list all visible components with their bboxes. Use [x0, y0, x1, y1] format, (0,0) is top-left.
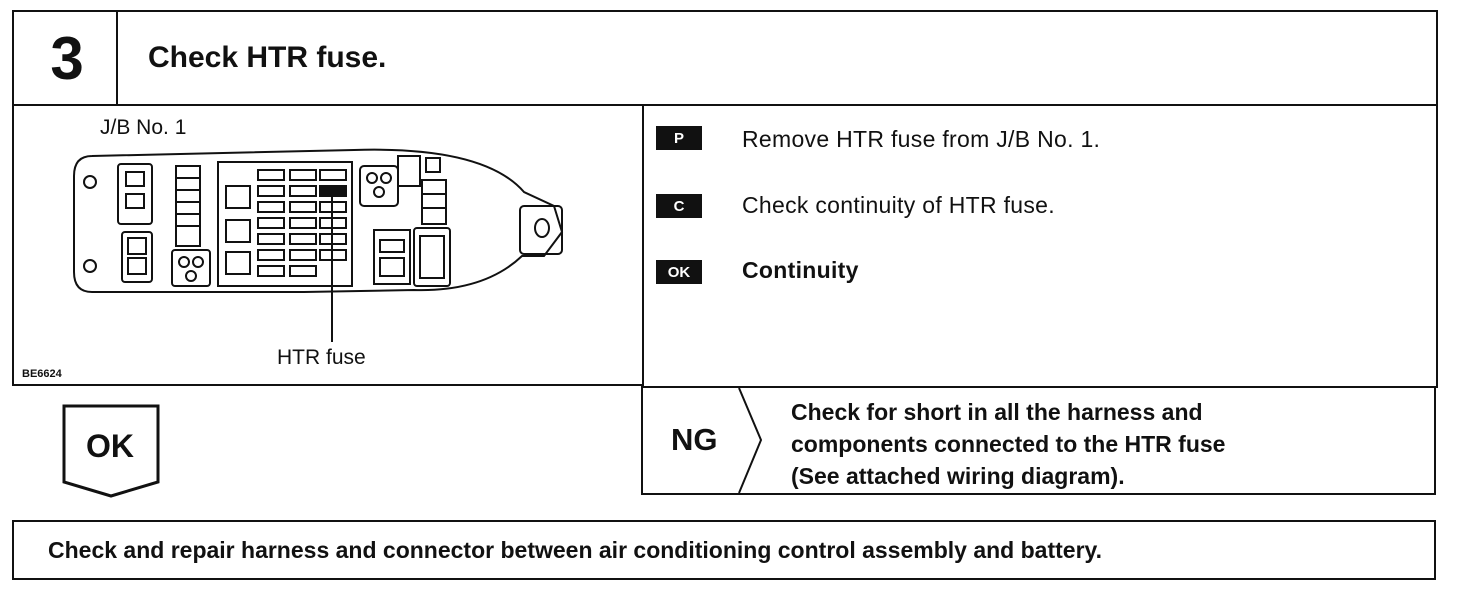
- step-header: 3 Check HTR fuse.: [12, 10, 1438, 106]
- check-step-text: Check continuity of HTR fuse.: [742, 192, 1055, 218]
- check-badge: C: [656, 194, 702, 218]
- ok-step-text: Continuity: [742, 257, 859, 283]
- connector-strip: [175, 165, 201, 247]
- step-title: Check HTR fuse.: [148, 41, 387, 74]
- figure-code: BE6624: [22, 368, 62, 380]
- ng-line-1: Check for short in all the harness and: [791, 399, 1203, 425]
- jb-housing: [73, 148, 564, 293]
- procedure-panel: P Remove HTR fuse from J/B No. 1. C Chec…: [642, 104, 1438, 388]
- ng-instruction-text: Check for short in all the harness and c…: [791, 396, 1225, 492]
- ok-badge: OK: [656, 260, 702, 284]
- ng-chevron-divider: [738, 388, 763, 493]
- relay-1: [117, 163, 153, 225]
- ng-line-2: components connected to the HTR fuse: [791, 431, 1226, 457]
- junction-block-diagram-panel: J/B No. 1 HTR fuse BE6624: [12, 104, 644, 386]
- prepare-step-text: Remove HTR fuse from J/B No. 1.: [742, 126, 1101, 152]
- ok-branch-label: OK: [86, 428, 134, 464]
- ng-line-3: (See attached wiring diagram).: [791, 463, 1125, 489]
- result-text: Check and repair harness and connector b…: [48, 536, 1102, 563]
- ng-branch-box: NG Check for short in all the harness an…: [641, 386, 1436, 495]
- step-number: 3: [50, 24, 83, 92]
- connector-right: [421, 179, 447, 225]
- relay-5: [397, 155, 421, 187]
- htr-fuse-callout: HTR fuse: [277, 346, 366, 369]
- relay-2: [121, 231, 153, 283]
- relay-3: [171, 249, 211, 287]
- result-box: Check and repair harness and connector b…: [12, 520, 1436, 580]
- mounting-tab: [519, 205, 563, 255]
- relay-6: [373, 229, 411, 285]
- prepare-badge: P: [656, 126, 702, 150]
- fuse-block: [217, 161, 353, 287]
- htr-fuse-highlight: [320, 186, 346, 196]
- ng-branch-label: NG: [671, 422, 718, 457]
- jb-label: J/B No. 1: [100, 116, 187, 139]
- step-number-box: 3: [14, 12, 118, 104]
- junction-block-illustration: [73, 148, 564, 342]
- relay-7: [413, 227, 451, 287]
- ok-arrow-shape: [62, 404, 160, 498]
